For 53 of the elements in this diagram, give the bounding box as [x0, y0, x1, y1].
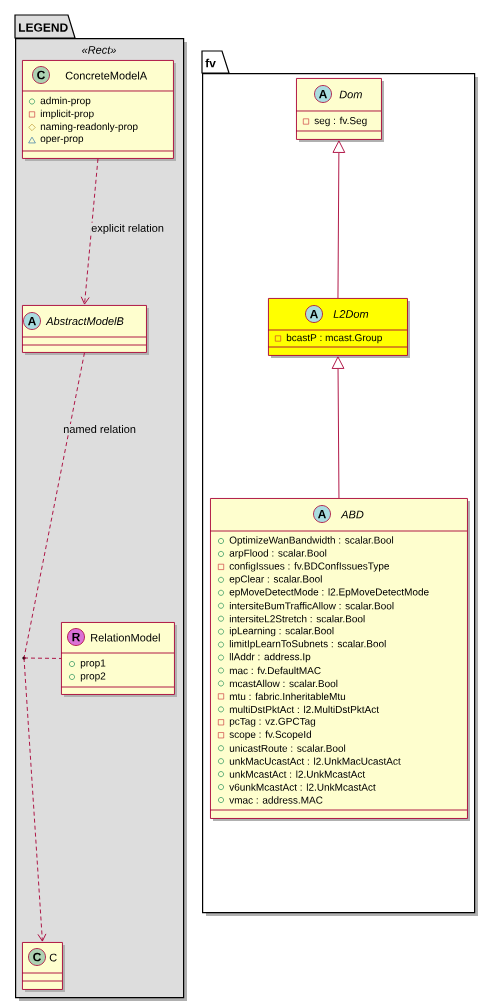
- attribute: unkMcastAct : l2.UnkMcastAct: [229, 770, 366, 778]
- attribute: scope : fv.ScopeId: [229, 730, 312, 740]
- attribute: vmac : address.MAC: [229, 796, 323, 804]
- class-box: [21, 60, 176, 161]
- connector: [23, 657, 62, 659]
- attribute: arpFlood : scalar.Bool: [229, 549, 327, 559]
- connector: [80, 158, 99, 305]
- attribute: pcTag : vz.GPCTag: [229, 717, 316, 727]
- class-name: C: [49, 953, 57, 962]
- attribute: prop2: [80, 672, 106, 682]
- class-name: L2Dom: [333, 310, 369, 318]
- class-box: [21, 942, 65, 992]
- attribute: bcastP : mcast.Group: [286, 333, 382, 344]
- attribute: ipLearning : scalar.Bool: [229, 627, 334, 637]
- class-name: AbstractModelB: [45, 316, 124, 326]
- attribute: limitIpLearnToSubnets : scalar.Bool: [229, 639, 386, 650]
- attribute: intersiteL2Stretch : scalar.Bool: [229, 615, 365, 623]
- attribute: admin-prop: [40, 96, 91, 107]
- connector: [331, 356, 345, 499]
- attribute: OptimizeWanBandwidth : scalar.Bool: [229, 536, 394, 546]
- class-box: [209, 498, 470, 821]
- attribute: seg : fv.Seg: [314, 116, 367, 127]
- connector: [332, 140, 346, 299]
- attribute: intersiteBumTrafficAllow : scalar.Bool: [229, 602, 394, 610]
- attribute: unkMacUcastAct : l2.UnkMacUcastAct: [229, 757, 401, 765]
- attribute: implicit-prop: [40, 109, 94, 120]
- class-name: ABD: [340, 510, 364, 519]
- stereotype: «Rect»: [82, 46, 116, 54]
- attribute: multiDstPktAct : l2.MultiDstPktAct: [229, 705, 379, 714]
- attribute: oper-prop: [40, 136, 84, 145]
- class-box: [267, 298, 410, 358]
- attribute: mcastAllow : scalar.Bool: [229, 679, 338, 688]
- attribute: prop1: [80, 659, 106, 669]
- attribute: naming-readonly-prop: [40, 122, 138, 133]
- class-name: RelationModel: [91, 633, 160, 642]
- attribute: mac : fv.DefaultMAC: [229, 666, 321, 675]
- package-tab: fv: [201, 50, 230, 74]
- edge-label: named relation: [62, 423, 137, 435]
- class-name: Dom: [339, 90, 362, 99]
- attribute: llAddr : address.Ip: [229, 652, 311, 663]
- attribute: v6unkMcastAct : l2.UnkMcastAct: [229, 783, 376, 791]
- attribute: epClear : scalar.Bool: [229, 575, 322, 585]
- package-tab: LEGEND: [14, 14, 76, 39]
- connector: [23, 352, 85, 659]
- attribute: unicastRoute : scalar.Bool: [229, 744, 346, 752]
- attribute: mtu : fabric.InheritableMtu: [229, 692, 346, 701]
- class-name: ConcreteModelA: [65, 71, 148, 80]
- class-box: [21, 305, 149, 355]
- class-box: [295, 78, 384, 142]
- class-box: [60, 622, 177, 697]
- attribute: epMoveDetectMode : l2.EpMoveDetectMode: [229, 588, 429, 598]
- attribute: configIssues : fv.BDConfIssuesType: [229, 562, 389, 572]
- connector: [23, 657, 47, 942]
